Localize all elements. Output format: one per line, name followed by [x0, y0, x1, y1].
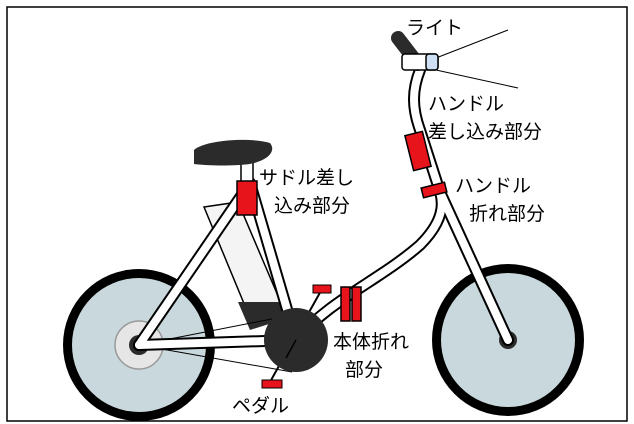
light-label: ライト [406, 17, 464, 39]
light-body [401, 53, 439, 71]
handle-fold-label-line2: 折れ部分 [469, 203, 546, 225]
handle-fold-label-line1: ハンドル [455, 175, 532, 197]
handle-insert-label-line1: ハンドル [428, 93, 505, 115]
light-beam-lower [435, 69, 519, 89]
pedal-lower [261, 379, 283, 389]
handle-insert-part [404, 130, 432, 172]
handle-insert-label-line2: 差し込み部分 [428, 121, 543, 143]
diagram-border [6, 6, 628, 422]
body-fold-part [340, 286, 362, 322]
pedal-upper [312, 284, 332, 294]
body-fold-label-line1: 本体折れ [333, 331, 410, 353]
saddle-insert-label-line1: サドル差し [259, 167, 355, 189]
light-beam-upper [435, 29, 509, 59]
crank-axle [285, 339, 297, 359]
body-fold-label-line2: 部分 [345, 359, 384, 381]
saddle-insert-part [236, 180, 258, 216]
handle-fold-part [420, 181, 448, 199]
saddle-insert-label-line2: 込み部分 [274, 195, 351, 217]
pedal-label: ペダル [232, 395, 290, 417]
saddle [194, 139, 273, 166]
